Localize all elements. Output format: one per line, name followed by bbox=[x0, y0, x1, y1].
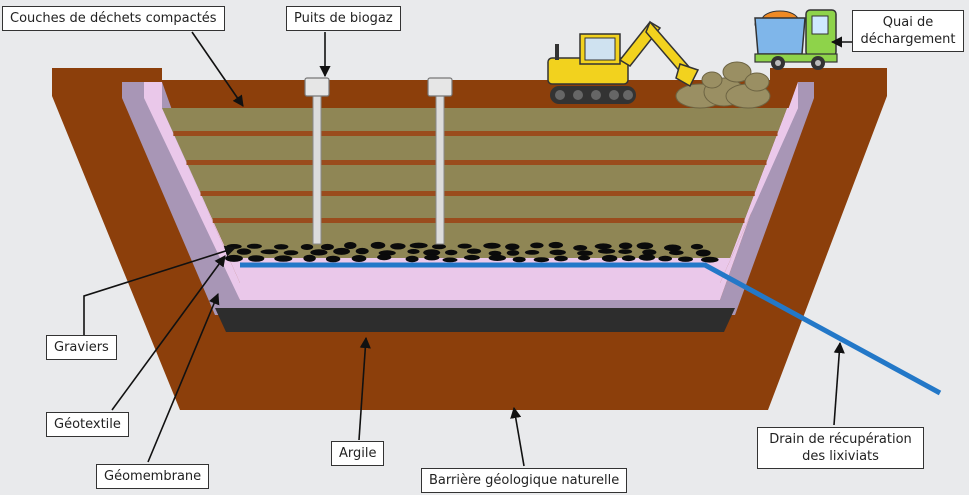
arrow-geotextile bbox=[111, 255, 226, 411]
gravel-pebble bbox=[370, 241, 386, 249]
gravel-pebble bbox=[236, 248, 252, 255]
gravel-pebble bbox=[351, 255, 367, 262]
label-natural-geological-barrier: Barrière géologique naturelle bbox=[421, 468, 628, 493]
label-clay: Argile bbox=[331, 441, 385, 466]
gravel-pebble bbox=[248, 255, 265, 262]
waste-layer-separator bbox=[212, 218, 745, 223]
biogas-well-icon bbox=[427, 77, 453, 245]
gravel-pebble bbox=[636, 242, 654, 250]
label-leachate-drain-line2: des lixiviats bbox=[802, 449, 879, 464]
leachate-drain-pipe bbox=[240, 262, 942, 396]
gravel-pebble bbox=[483, 242, 501, 249]
gravel-layer bbox=[225, 241, 719, 263]
gravel-pebble bbox=[355, 247, 369, 255]
gravel-pebble bbox=[658, 255, 672, 262]
label-geotextile: Géotextile bbox=[46, 412, 129, 437]
gravel-pebble bbox=[445, 249, 458, 256]
gravel-pebble bbox=[524, 250, 540, 255]
gravel-pebble bbox=[377, 254, 392, 261]
waste-layers bbox=[162, 108, 787, 258]
gravel-pebble bbox=[300, 244, 314, 250]
truck-icon bbox=[754, 9, 838, 70]
gravel-pebble bbox=[405, 255, 419, 263]
gravel-pebble bbox=[246, 243, 262, 249]
excavator-icon bbox=[547, 20, 700, 104]
waste-layer-separators bbox=[173, 131, 778, 223]
gravel-pebble bbox=[457, 243, 472, 249]
gravel-pebble bbox=[573, 245, 588, 251]
gravel-pebble bbox=[320, 243, 334, 251]
gravel-pebble bbox=[701, 256, 719, 263]
arrow-drain bbox=[833, 341, 845, 426]
gravel-pebble bbox=[260, 249, 279, 255]
gravel-pebble bbox=[598, 248, 616, 254]
gravel-pebble bbox=[678, 256, 693, 262]
gravel-pebble bbox=[621, 255, 636, 262]
gravel-pebble bbox=[512, 256, 526, 263]
label-unloading-dock-line2: déchargement bbox=[860, 32, 956, 47]
gravel-pebble bbox=[618, 249, 633, 255]
gravel-pebble bbox=[466, 248, 482, 254]
gravel-pebble bbox=[530, 242, 544, 249]
label-leachate-drain: Drain de récupération des lixiviats bbox=[757, 427, 924, 469]
gravel-pebble bbox=[488, 250, 502, 256]
gravel-pebble bbox=[664, 244, 682, 252]
gravel-pebble bbox=[407, 249, 420, 254]
gravel-pebble bbox=[432, 244, 446, 250]
gravel-pebble bbox=[506, 250, 520, 256]
biogas-well-icon bbox=[304, 77, 330, 245]
gravel-pebble bbox=[424, 254, 440, 261]
gravel-pebble bbox=[638, 254, 656, 261]
label-geomembrane: Géomembrane bbox=[96, 464, 210, 489]
gravel-pebble bbox=[594, 243, 612, 250]
label-unloading-dock-line1: Quai de bbox=[882, 15, 934, 30]
gravel-pebble bbox=[548, 241, 563, 249]
waste-pile-icon bbox=[675, 61, 771, 109]
gravel-pebble bbox=[423, 249, 441, 256]
gravel-pebble bbox=[642, 249, 657, 256]
gravel-pebble bbox=[505, 243, 520, 251]
gravel-pebble bbox=[390, 243, 406, 250]
label-biogas-well: Puits de biogaz bbox=[286, 6, 401, 31]
waste-layer-separator bbox=[186, 160, 767, 165]
gravel-pebble bbox=[274, 244, 289, 250]
gravel-pebble bbox=[578, 255, 591, 261]
gravel-pebble bbox=[442, 257, 458, 263]
gravel-pebble bbox=[554, 255, 568, 262]
label-unloading-dock: Quai de déchargement bbox=[852, 10, 964, 52]
gravel-pebble bbox=[325, 255, 341, 263]
gravel-pebble bbox=[601, 254, 618, 262]
gravel-pebble bbox=[303, 254, 316, 262]
label-gravel: Graviers bbox=[46, 335, 117, 360]
arrow-barriere bbox=[510, 406, 525, 467]
gravel-pebble bbox=[333, 247, 350, 255]
gravel-pebble bbox=[695, 249, 711, 257]
gravel-pebble bbox=[549, 249, 566, 256]
clay-layer bbox=[215, 308, 735, 332]
arrow-couches bbox=[191, 31, 244, 107]
gravel-pebble bbox=[618, 242, 633, 250]
gravel-pebble bbox=[463, 254, 480, 261]
gravel-pebble bbox=[409, 242, 428, 249]
waste-layer-separator bbox=[173, 131, 778, 136]
gravel-pebble bbox=[283, 250, 299, 256]
arrow-argile bbox=[358, 336, 371, 441]
gravel-pebble bbox=[310, 249, 328, 256]
gravel-pebble bbox=[225, 254, 243, 262]
gravel-pebble bbox=[669, 250, 684, 256]
arrow-geomembrane bbox=[147, 292, 220, 463]
label-leachate-drain-line1: Drain de récupération bbox=[769, 432, 912, 447]
callout-arrows bbox=[83, 31, 855, 467]
label-compacted-waste-layers: Couches de déchets compactés bbox=[2, 6, 225, 31]
gravel-pebble bbox=[274, 255, 293, 262]
gravel-pebble bbox=[690, 243, 704, 250]
waste-layer-separator bbox=[200, 191, 755, 196]
gravel-pebble bbox=[533, 257, 550, 263]
gravel-pebble bbox=[344, 242, 357, 249]
gravel-pebble bbox=[488, 254, 506, 261]
gravel-pebble bbox=[577, 250, 593, 256]
